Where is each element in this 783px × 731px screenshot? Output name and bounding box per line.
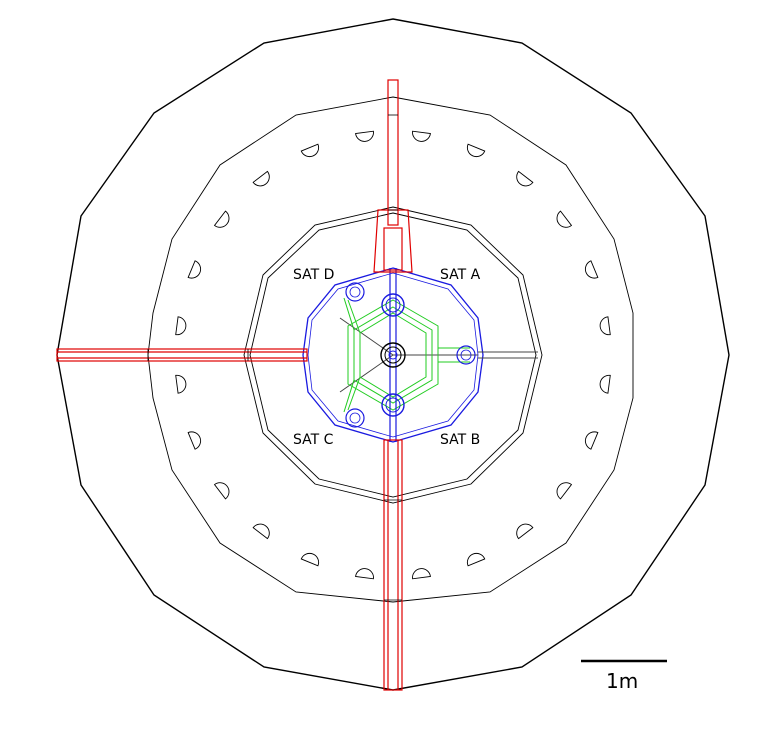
vessel-octagon-outer: [302, 267, 484, 443]
ring-cutout: [187, 260, 201, 279]
ring-cutout: [599, 316, 611, 336]
middle-ring: [147, 96, 634, 603]
ring-cutout: [175, 374, 187, 394]
ring-cutout: [412, 568, 431, 580]
ring-cutout: [355, 130, 374, 142]
ring-cutout: [467, 553, 486, 567]
ring-cutout: [467, 143, 486, 157]
scale-bar-label: 1m: [606, 669, 638, 693]
ring-cutout: [585, 260, 599, 279]
ring-cutout: [516, 170, 534, 187]
spokes: [339, 317, 538, 393]
ring-cutout: [516, 523, 534, 540]
label-sat-b: SAT B: [440, 432, 480, 448]
ring-cutout: [300, 553, 319, 567]
ring-cutout: [187, 431, 201, 450]
central-tube: [389, 268, 397, 442]
satellite-circles: [345, 282, 476, 428]
vessel-octagon-inner: [307, 272, 479, 438]
ring-cutout: [213, 210, 230, 228]
green-frame: [343, 297, 470, 413]
inner-ring-outer: [243, 206, 543, 504]
ring-cutout: [556, 482, 573, 500]
inner-ring-inner: [249, 212, 537, 498]
ring-cutout: [252, 170, 270, 187]
ring-cutouts: [175, 130, 611, 580]
beam-crossings: [147, 114, 402, 601]
ring-cutout: [556, 210, 573, 228]
ring-cutout: [412, 130, 431, 142]
label-sat-d: SAT D: [293, 267, 334, 283]
ring-cutout: [585, 431, 599, 450]
ring-cutout: [252, 523, 270, 540]
ring-cutout: [213, 482, 230, 500]
ring-cutout: [599, 374, 611, 394]
label-sat-a: SAT A: [440, 267, 481, 283]
ring-cutout: [175, 316, 187, 336]
ring-cutout: [355, 568, 374, 580]
label-sat-c: SAT C: [293, 432, 334, 448]
central-hub: [380, 342, 406, 368]
ring-cutout: [300, 143, 319, 157]
